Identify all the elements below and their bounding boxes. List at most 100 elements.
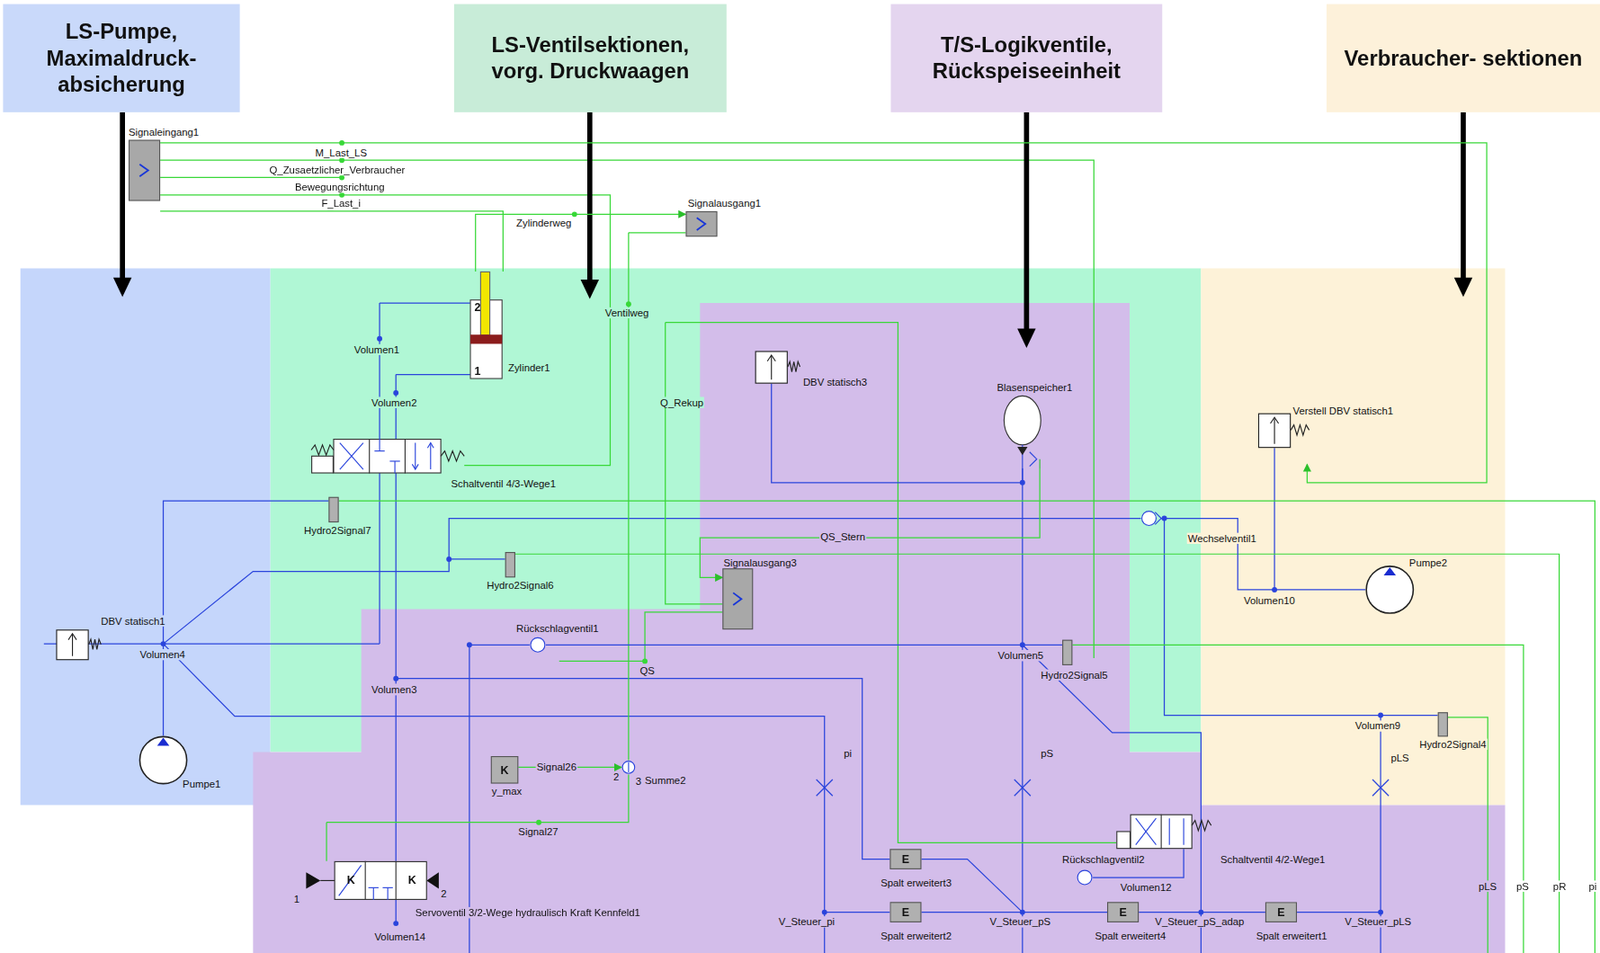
line bbox=[515, 554, 1560, 953]
label: Hydro2Signal7 bbox=[303, 524, 373, 536]
flow bbox=[339, 443, 364, 471]
spring bbox=[440, 451, 465, 462]
valve-arrow bbox=[1274, 418, 1276, 444]
line bbox=[1021, 468, 1023, 953]
arrow-head bbox=[1017, 328, 1036, 349]
line bbox=[379, 302, 471, 304]
flow bbox=[1169, 818, 1171, 846]
valve-arrow-head bbox=[767, 355, 776, 362]
sum-cross bbox=[627, 762, 629, 773]
sensor-block bbox=[1265, 902, 1297, 923]
line bbox=[160, 177, 342, 179]
blocked bbox=[378, 438, 380, 452]
line bbox=[395, 679, 890, 860]
dot bbox=[536, 820, 542, 826]
part-label: pLS bbox=[1477, 880, 1498, 892]
part-label: Volumen4 bbox=[138, 649, 187, 661]
connector bbox=[160, 143, 1487, 483]
flow bbox=[1183, 818, 1185, 846]
accumulator bbox=[1003, 395, 1041, 445]
orifice bbox=[1014, 779, 1031, 796]
divider bbox=[395, 861, 397, 901]
part-label: 2 bbox=[612, 771, 621, 783]
orifice bbox=[816, 779, 833, 796]
part-label: V_Steuer_pLS bbox=[1343, 916, 1413, 928]
label: Signaleingang1 bbox=[127, 126, 201, 138]
orifice bbox=[1014, 779, 1031, 796]
valve-body bbox=[334, 861, 427, 900]
shuttle-ball bbox=[1142, 511, 1157, 527]
sensor-block bbox=[890, 849, 921, 870]
line bbox=[1022, 644, 1202, 953]
component: ESpalt erweitert4 bbox=[1107, 902, 1139, 923]
symbol bbox=[1258, 413, 1310, 465]
label: Pumpe2 bbox=[1408, 557, 1449, 569]
divider bbox=[365, 861, 367, 901]
dot bbox=[466, 642, 473, 648]
sensor-block bbox=[491, 757, 518, 785]
component: Ky_max bbox=[491, 756, 519, 785]
valve-arrow bbox=[770, 356, 772, 380]
label: K bbox=[346, 875, 357, 886]
component: ESpalt erweitert1 bbox=[1265, 902, 1297, 923]
blocked bbox=[368, 887, 379, 889]
symbol bbox=[311, 438, 465, 474]
component: Schaltventil 4/2-Wege1 bbox=[1116, 814, 1212, 850]
heading-text: T/S-Logikventile, Rückspeiseeinheit bbox=[901, 31, 1153, 85]
line bbox=[160, 195, 610, 466]
region-logic bbox=[252, 303, 1505, 953]
part-label: QS bbox=[638, 665, 656, 677]
symbol bbox=[1438, 712, 1449, 737]
label: y_max bbox=[491, 786, 524, 797]
symbol bbox=[128, 139, 161, 201]
component: Summe2 bbox=[621, 760, 636, 776]
symbol bbox=[1116, 814, 1212, 850]
part-label: pLS bbox=[1389, 751, 1410, 763]
part-label: Q_Rekup bbox=[659, 396, 705, 408]
symbol-letter: E bbox=[889, 849, 921, 870]
line bbox=[1273, 447, 1275, 590]
sensor-block bbox=[329, 497, 339, 522]
hydraulic-lines bbox=[44, 303, 1439, 953]
line bbox=[1448, 717, 1488, 953]
label: Rückschlagventil1 bbox=[515, 622, 600, 634]
line bbox=[921, 911, 1108, 913]
line bbox=[1161, 518, 1438, 716]
part-label: pi bbox=[1587, 880, 1598, 892]
check-valve bbox=[530, 637, 546, 653]
dot bbox=[1019, 910, 1026, 916]
component: Verstell DBV statisch1 bbox=[1258, 413, 1310, 465]
component: Hydro2Signal6 bbox=[505, 552, 516, 578]
part-label: Q_Zusaetzlicher_Verbraucher bbox=[268, 164, 406, 176]
label: Hydro2Signal5 bbox=[1039, 669, 1109, 680]
spring bbox=[89, 639, 102, 650]
part-label: V_Steuer_pS bbox=[988, 916, 1052, 928]
label: Schaltventil 4/2-Wege1 bbox=[1219, 854, 1327, 866]
blocked bbox=[387, 887, 389, 901]
line bbox=[325, 822, 327, 862]
label: Spalt erweitert4 bbox=[1093, 930, 1167, 942]
actuator bbox=[312, 455, 334, 474]
signal-block bbox=[723, 569, 753, 630]
shuttle-seat bbox=[1154, 512, 1162, 526]
pump-head bbox=[157, 738, 170, 747]
part-label: Volumen14 bbox=[373, 931, 427, 943]
label: DBV statisch3 bbox=[802, 376, 869, 388]
flow bbox=[1135, 818, 1157, 846]
component: Hydro2Signal4 bbox=[1438, 712, 1449, 737]
part-label: 2 bbox=[439, 887, 448, 899]
part-label: Volumen5 bbox=[996, 650, 1045, 662]
check bbox=[1029, 452, 1037, 467]
dot bbox=[822, 910, 828, 916]
line bbox=[339, 500, 1596, 953]
line bbox=[628, 232, 687, 233]
sensor-block bbox=[1063, 640, 1073, 665]
signal-block bbox=[129, 140, 161, 201]
dot bbox=[393, 676, 399, 682]
valve-body bbox=[333, 439, 441, 474]
signal-block bbox=[686, 211, 717, 236]
component: Hydro2Signal5 bbox=[1062, 640, 1073, 666]
heading-box: LS-Pumpe, Maximaldruck- absicherung bbox=[2, 4, 240, 113]
label: Blasenspeicher1 bbox=[995, 381, 1073, 393]
symbol bbox=[1076, 869, 1093, 886]
